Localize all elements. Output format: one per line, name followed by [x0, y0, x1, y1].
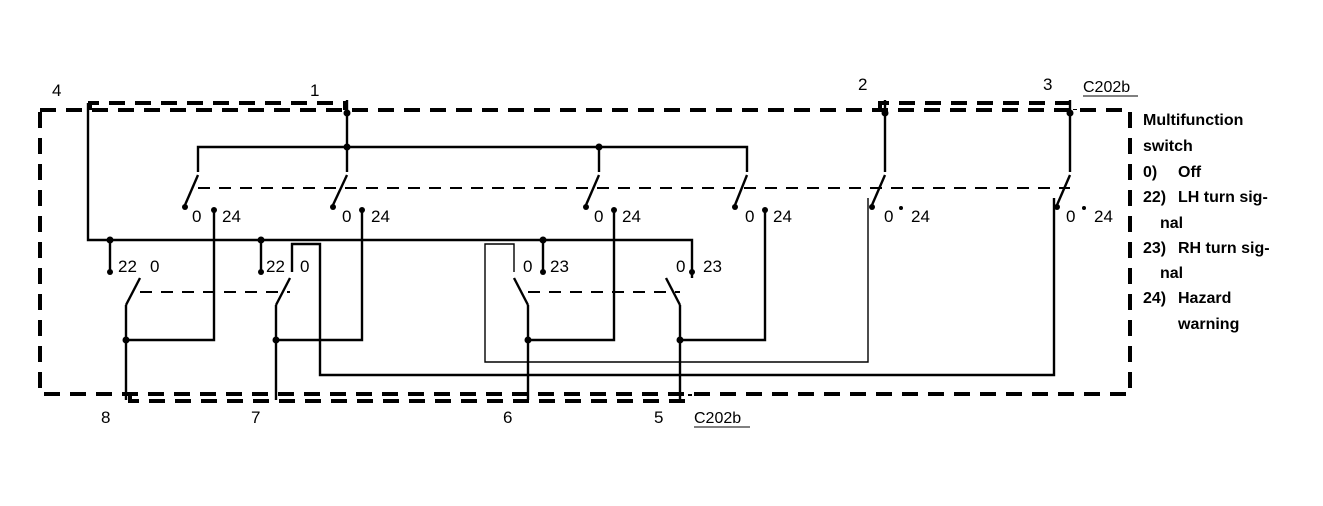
- legend-text: Hazard: [1178, 290, 1231, 307]
- loop-switch-3: [484, 198, 869, 363]
- pin-3-label: 3: [1043, 75, 1052, 94]
- connector-top-tab: [88, 101, 347, 110]
- legend-text: LH turn sig-: [1178, 189, 1268, 206]
- legend-code: 22): [1143, 189, 1166, 206]
- contact-label: 0: [745, 207, 754, 226]
- legend-title-line2: switch: [1143, 138, 1193, 155]
- contact-label: 0: [150, 257, 159, 276]
- contact-label: 24: [222, 207, 241, 226]
- contact-label: 24: [911, 207, 930, 226]
- pin-8-label: 8: [101, 408, 110, 427]
- contact-label: 0: [300, 257, 309, 276]
- wire-24-d: [680, 210, 767, 342]
- contact-label: 24: [371, 207, 390, 226]
- pin-2-label: 2: [858, 75, 867, 94]
- contact-label: 0: [192, 207, 201, 226]
- contact-label: 0: [342, 207, 351, 226]
- contact-label: 24: [773, 207, 792, 226]
- connector-bottom-tab: [128, 394, 692, 403]
- contact-label: 23: [703, 257, 722, 276]
- contact-label: 0: [594, 207, 603, 226]
- legend-text: nal: [1160, 265, 1183, 282]
- legend-title-line1: Multifunction: [1143, 112, 1243, 129]
- connector-bottom-label: C202b: [694, 410, 741, 427]
- legend-text: warning: [1177, 316, 1239, 333]
- switch-housing: [38, 108, 1132, 396]
- bus-upper: [196, 145, 749, 172]
- wire-24-b: [276, 210, 364, 342]
- lower-switches: [124, 277, 682, 306]
- contact-label: 0: [1066, 207, 1075, 226]
- contact-label: 24: [622, 207, 641, 226]
- connector-top-label: C202b: [1083, 79, 1130, 96]
- legend-text: nal: [1160, 215, 1183, 232]
- legend: Multifunction switch 0) Off 22) LH turn …: [1143, 112, 1270, 333]
- pin-1-label: 1: [310, 81, 319, 100]
- legend-code: 24): [1143, 290, 1166, 307]
- pin-7-label: 7: [251, 408, 260, 427]
- legend-code: 0): [1143, 164, 1157, 181]
- legend-text: RH turn sig-: [1178, 240, 1270, 257]
- legend-code: 23): [1143, 240, 1166, 257]
- wire-24-c: [528, 210, 616, 342]
- pin-5-label: 5: [654, 408, 663, 427]
- contact-label: 0: [884, 207, 893, 226]
- loop-switch-2: [290, 198, 1056, 377]
- upper-switches: [183, 174, 1072, 206]
- wire-pin-4: [86, 103, 694, 278]
- contact-label: 23: [550, 257, 569, 276]
- pin-6-label: 6: [503, 408, 512, 427]
- contact-label: 24: [1094, 207, 1113, 226]
- legend-text: Off: [1178, 164, 1202, 181]
- contact-label: 0: [676, 257, 685, 276]
- pin-4-label: 4: [52, 81, 61, 100]
- wire-24-a: [126, 210, 216, 342]
- connector-top-tab-right: [878, 101, 1077, 110]
- contact-label: 22: [266, 257, 285, 276]
- contact-label: 0: [523, 257, 532, 276]
- contact-label: 22: [118, 257, 137, 276]
- junction-dots: [106, 109, 1074, 344]
